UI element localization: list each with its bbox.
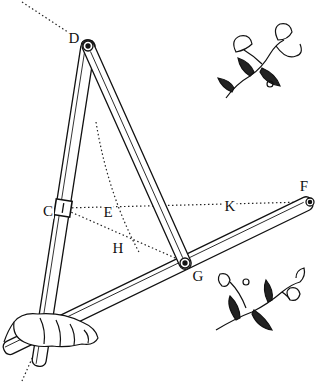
point-label: G	[192, 269, 205, 284]
flower-stem	[282, 292, 290, 300]
flower-leaf	[260, 68, 280, 86]
pivot	[180, 258, 190, 268]
flower-bell	[275, 24, 292, 40]
flower-tendril	[276, 44, 301, 57]
cuff-line	[4, 322, 14, 342]
point-label: H	[112, 241, 125, 256]
slider-slot	[62, 203, 64, 213]
ruler-groove	[90, 51, 182, 257]
flower-leaf	[218, 78, 234, 92]
ruler-bar	[80, 38, 193, 271]
flower-tendril	[296, 268, 305, 282]
flower-bud	[243, 279, 249, 285]
ruler	[80, 38, 193, 271]
flower-top	[218, 24, 301, 98]
pivot	[83, 41, 93, 51]
point-label: K	[224, 199, 237, 214]
rulers	[1, 38, 315, 367]
hand-shape	[14, 314, 98, 347]
flower-stem	[216, 282, 300, 330]
slider	[54, 199, 72, 217]
pivot	[306, 198, 314, 206]
pivot	[308, 200, 311, 203]
flower-bud	[267, 81, 273, 87]
point-label: F	[299, 179, 309, 194]
flower-stem	[230, 282, 246, 308]
flower-bottom	[216, 268, 305, 330]
pivot	[183, 261, 187, 265]
hand	[4, 314, 98, 347]
point-label: E	[102, 205, 113, 220]
flower-leaf	[264, 280, 272, 302]
flower-stem	[244, 50, 262, 64]
flower-bell	[234, 36, 252, 52]
flower-bloom	[218, 274, 230, 287]
finger-lines	[40, 318, 89, 346]
flower-leaf	[238, 58, 254, 76]
point-label: D	[68, 31, 81, 46]
dotted-line	[64, 202, 306, 208]
flower-leaf	[252, 310, 272, 330]
point-label: C	[42, 204, 54, 219]
pivot	[86, 44, 90, 48]
flower-leaf	[229, 296, 240, 320]
slider-block	[54, 199, 72, 217]
